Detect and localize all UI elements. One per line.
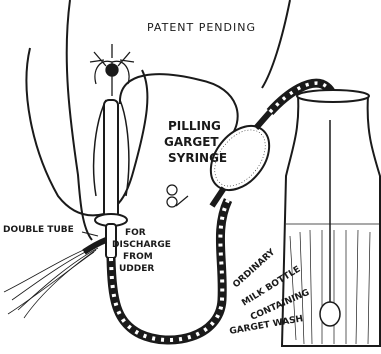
- discharge-label-line2: DISCHARGE: [112, 241, 171, 250]
- syringe-label-line2: GARGET: [164, 136, 219, 148]
- discharge-label-line4: UDDER: [119, 265, 154, 274]
- syringe-label-line3: SYRINGE: [168, 152, 227, 164]
- monogram-mark: [167, 185, 188, 207]
- udder-outline: [67, 0, 92, 240]
- syringe-label-line1: PILLING: [168, 120, 221, 132]
- discharge-tube: [84, 240, 106, 252]
- teat-spray: [90, 44, 134, 96]
- discharge-label-line3: FROM: [123, 253, 153, 262]
- discharge-spray: [4, 244, 98, 318]
- udder-outline-right: [262, 0, 290, 88]
- discharge-label-line1: FOR: [125, 229, 146, 238]
- double-tube-label: DOUBLE TUBE: [3, 226, 74, 235]
- double-tube: [95, 100, 127, 258]
- patent-pending-label: PATENT PENDING: [147, 22, 256, 33]
